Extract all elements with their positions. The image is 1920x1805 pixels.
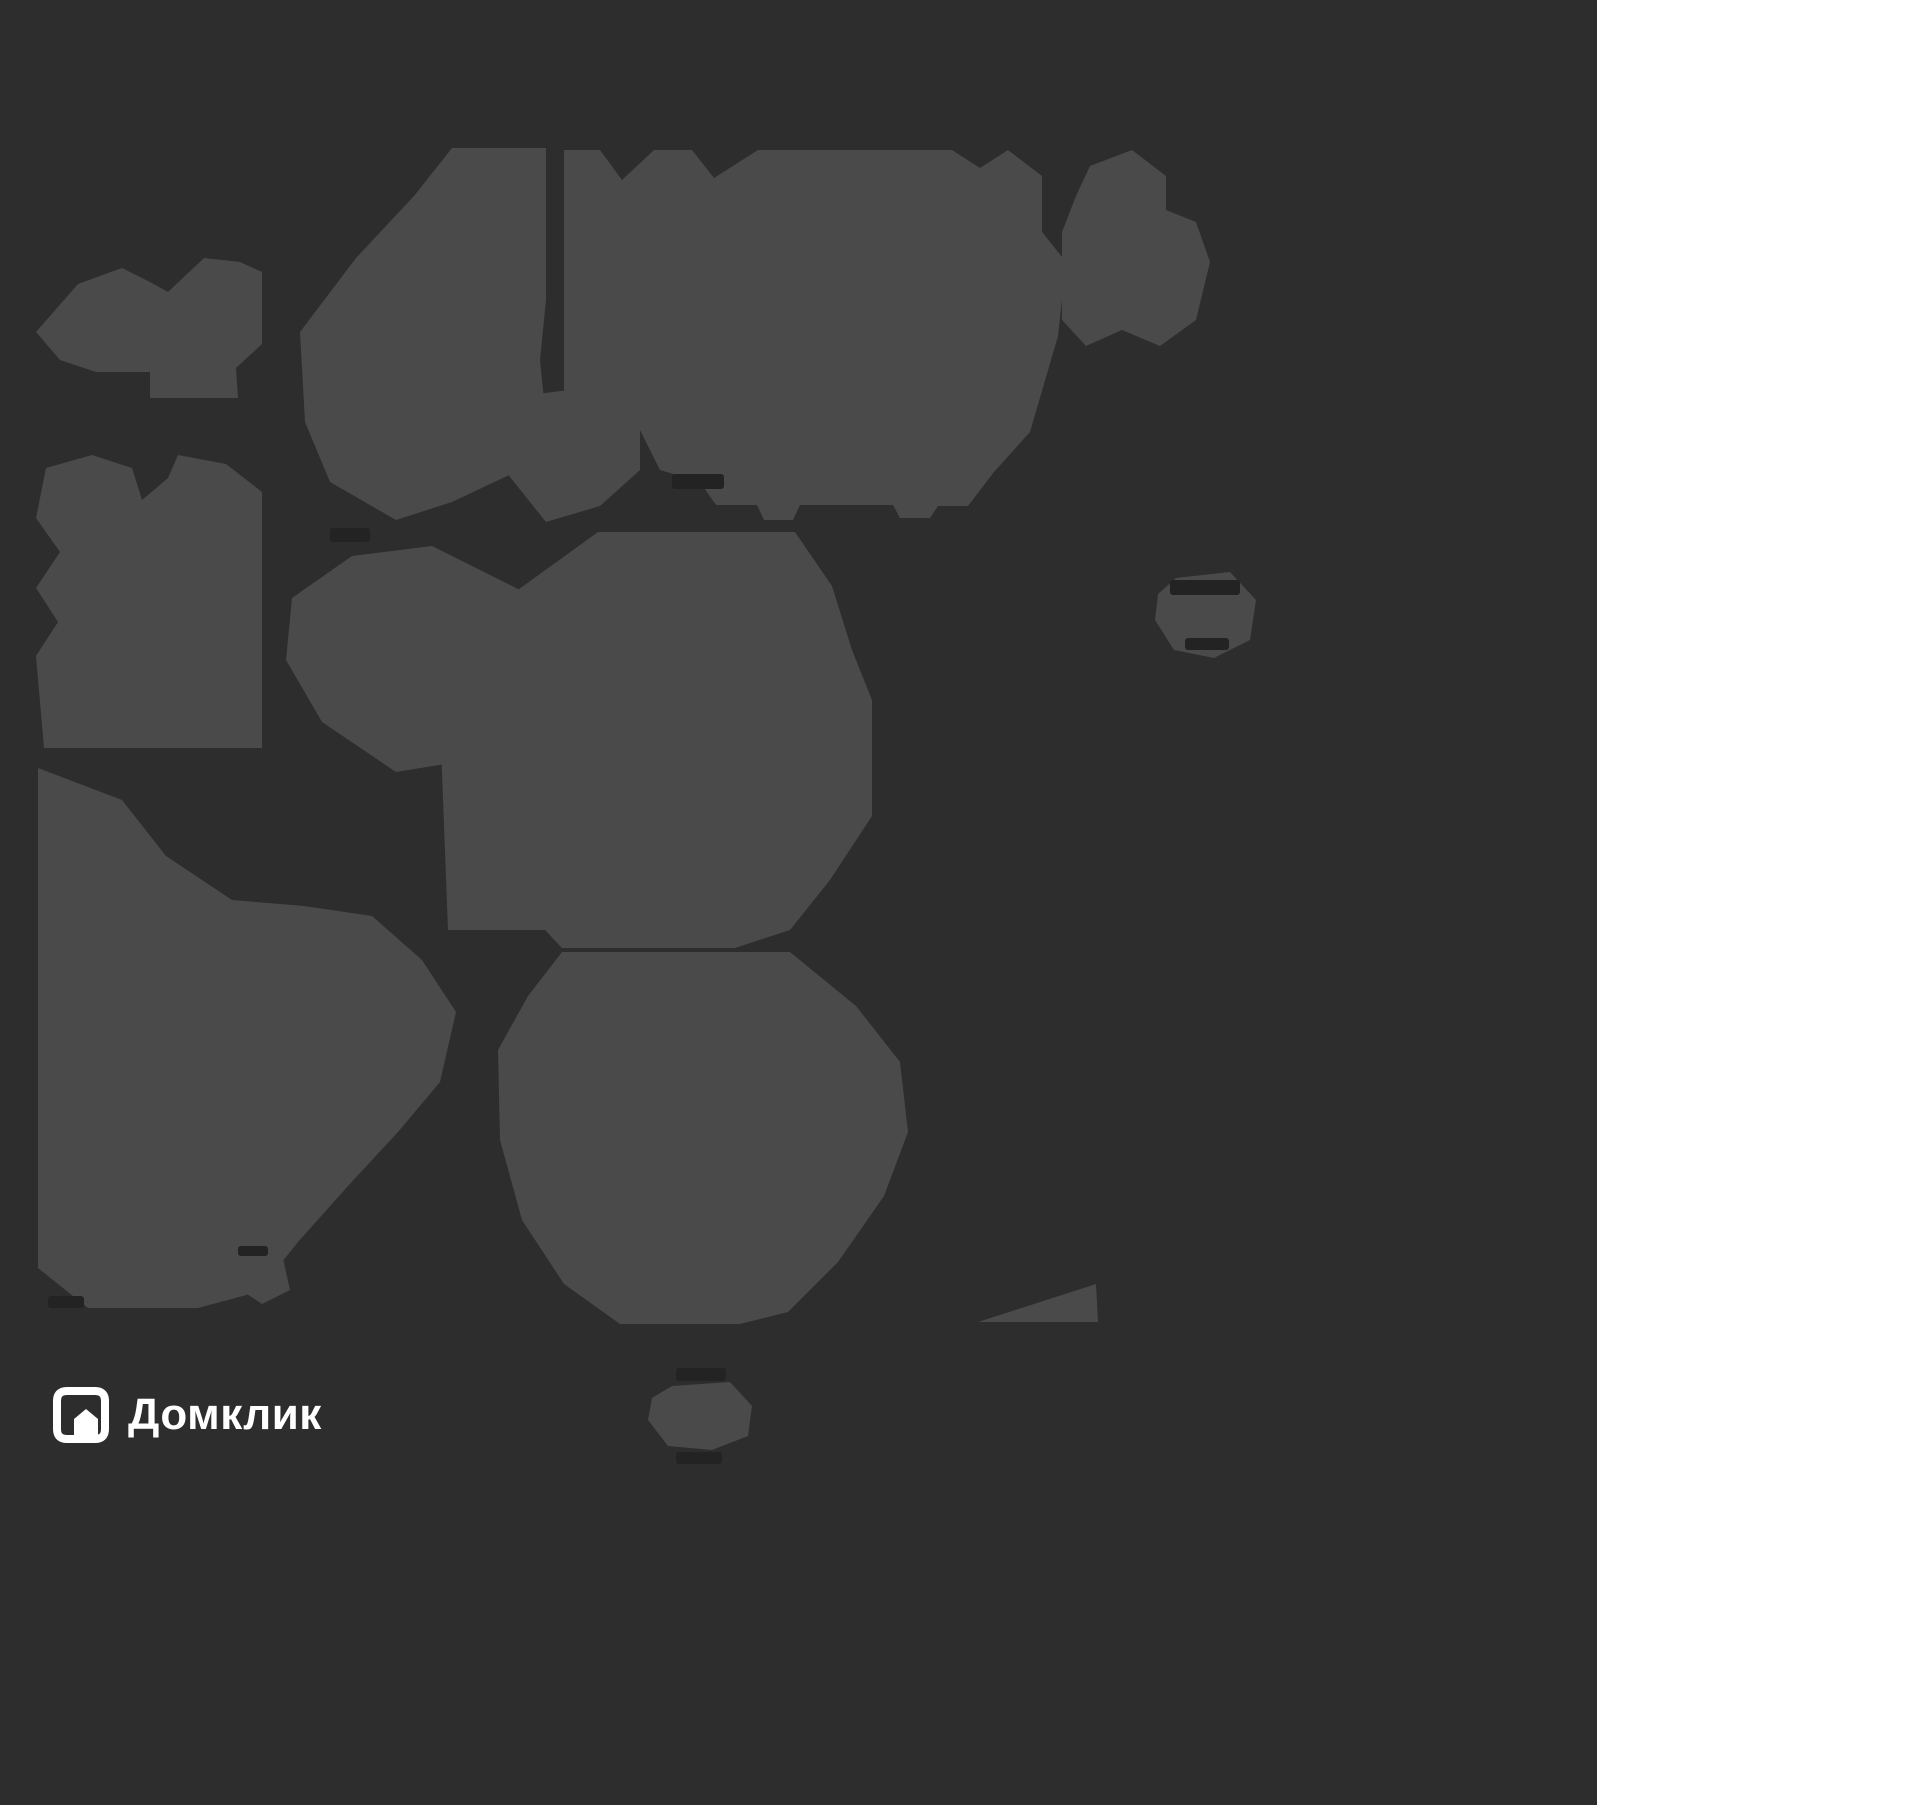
label-smudge — [1170, 580, 1240, 595]
label-smudge — [330, 528, 370, 542]
floorplan-svg — [36, 148, 1256, 1464]
plan-shape-top-middle — [564, 150, 1066, 520]
right-whitespace-panel — [1597, 0, 1920, 1805]
label-smudge — [1185, 638, 1229, 650]
label-smudge — [48, 1296, 84, 1308]
plan-shape-top-right — [1062, 150, 1210, 346]
domclick-logo-text: Домклик — [128, 1390, 322, 1439]
plan-shape-bottom-wedge — [978, 1284, 1098, 1322]
plan-shape-top-left — [36, 258, 262, 398]
label-smudge — [676, 1452, 722, 1464]
plan-shape-bottom-left — [38, 768, 456, 1308]
plan-shape-connector — [506, 390, 640, 522]
label-smudge — [238, 1246, 268, 1256]
domclick-house-icon — [52, 1386, 110, 1444]
plan-shape-center-large — [440, 532, 872, 948]
plan-shape-bottom-blob — [648, 1382, 752, 1450]
dark-plan-background: Домклик — [0, 0, 1597, 1805]
plan-shape-upper-left-tall — [300, 148, 546, 520]
plan-shape-bottom-center — [498, 952, 908, 1324]
domclick-logo: Домклик — [52, 1386, 322, 1444]
label-smudge — [676, 1368, 726, 1381]
label-smudge — [672, 474, 724, 489]
plan-shape-mid-left — [36, 455, 262, 748]
plan-shape-small-notch — [244, 1254, 290, 1304]
